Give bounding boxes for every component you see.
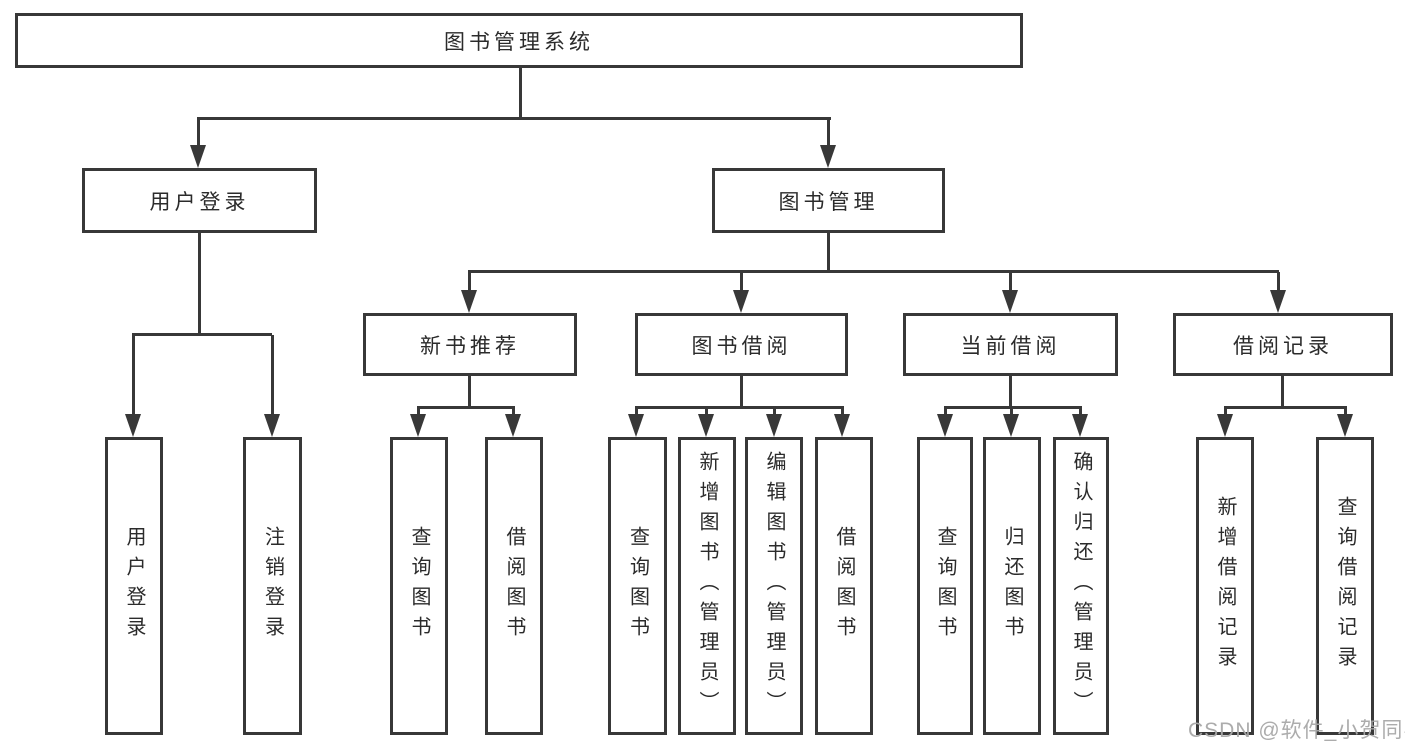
leaf-current-return-book: 归还图书: [983, 437, 1041, 735]
leaf-borrow-borrow-book: 借阅图书: [815, 437, 873, 735]
connector-line: [1224, 408, 1227, 417]
arrow-down-icon: [766, 414, 782, 437]
arrow-down-icon: [733, 290, 749, 313]
arrow-down-icon: [1072, 414, 1088, 437]
connector-line: [1281, 376, 1284, 408]
connector-line: [944, 408, 947, 417]
arrow-down-icon: [937, 414, 953, 437]
arrow-down-icon: [820, 145, 836, 168]
node-book-mgmt: 图书管理: [712, 168, 945, 233]
node-root: 图书管理系统: [15, 13, 1023, 68]
node-root-label: 图书管理系统: [444, 30, 594, 54]
connector-line: [1010, 408, 1013, 417]
leaf-newbook-query-book: 查询图书: [390, 437, 448, 735]
connector-line: [1277, 272, 1280, 294]
leaf-borrow-borrow-book-label: 借阅图书: [833, 526, 855, 646]
node-book-borrow-label: 图书借阅: [691, 334, 792, 358]
node-borrow-records-label: 借阅记录: [1233, 334, 1333, 358]
node-current-borrow-label: 当前借阅: [960, 334, 1061, 358]
connector-line: [827, 119, 830, 150]
arrow-down-icon: [1337, 414, 1353, 437]
connector-line: [705, 408, 708, 417]
leaf-current-query-book-label: 查询图书: [934, 526, 956, 646]
leaf-user-login-label: 用户登录: [123, 526, 145, 646]
arrow-down-icon: [834, 414, 850, 437]
connector-line: [417, 406, 515, 409]
leaf-newbook-borrow-book: 借阅图书: [485, 437, 543, 735]
leaf-current-return-book-label: 归还图书: [1001, 526, 1023, 646]
node-book-borrow: 图书借阅: [635, 313, 848, 376]
connector-line: [132, 335, 135, 417]
connector-line: [1344, 408, 1347, 417]
connector-line: [1009, 376, 1012, 408]
connector-line: [1224, 406, 1347, 409]
connector-line: [827, 233, 830, 272]
leaf-borrow-add-book-label: 新增图书（管理员）: [696, 451, 718, 721]
node-new-book-rec: 新书推荐: [363, 313, 577, 376]
watermark: CSDN @软件_小贺同学: [1188, 719, 1405, 742]
node-user-login-group-label: 用户登录: [149, 190, 250, 214]
arrow-down-icon: [410, 414, 426, 437]
arrow-down-icon: [1217, 414, 1233, 437]
connector-line: [635, 408, 638, 417]
leaf-records-query-record-label: 查询借阅记录: [1334, 496, 1356, 676]
leaf-current-confirm-return-label: 确认归还（管理员）: [1070, 451, 1092, 721]
connector-line: [740, 376, 743, 408]
connector-line: [1009, 272, 1012, 294]
node-borrow-records: 借阅记录: [1173, 313, 1393, 376]
leaf-newbook-borrow-book-label: 借阅图书: [503, 526, 525, 646]
leaf-borrow-query-book: 查询图书: [608, 437, 667, 735]
node-current-borrow: 当前借阅: [903, 313, 1118, 376]
leaf-current-query-book: 查询图书: [917, 437, 973, 735]
leaf-records-add-record-label: 新增借阅记录: [1214, 496, 1236, 676]
connector-line: [841, 408, 844, 417]
connector-line: [468, 272, 471, 294]
connector-line: [197, 119, 200, 150]
arrow-down-icon: [505, 414, 521, 437]
arrow-down-icon: [1270, 290, 1286, 313]
arrow-down-icon: [125, 414, 141, 437]
connector-line: [468, 376, 471, 408]
connector-line: [740, 272, 743, 294]
connector-line: [132, 333, 272, 336]
arrow-down-icon: [461, 290, 477, 313]
arrow-down-icon: [264, 414, 280, 437]
leaf-records-add-record: 新增借阅记录: [1196, 437, 1254, 735]
connector-line: [635, 406, 844, 409]
connector-line: [512, 408, 515, 417]
leaf-records-query-record: 查询借阅记录: [1316, 437, 1374, 735]
arrow-down-icon: [628, 414, 644, 437]
leaf-borrow-edit-book-label: 编辑图书（管理员）: [763, 451, 785, 721]
connector-line: [198, 233, 201, 335]
leaf-newbook-query-book-label: 查询图书: [408, 526, 430, 646]
leaf-borrow-query-book-label: 查询图书: [626, 526, 649, 646]
connector-line: [944, 406, 1082, 409]
arrow-down-icon: [190, 145, 206, 168]
node-user-login-group: 用户登录: [82, 168, 317, 233]
leaf-current-confirm-return: 确认归还（管理员）: [1053, 437, 1109, 735]
leaf-user-login: 用户登录: [105, 437, 163, 735]
connector-line: [519, 66, 522, 119]
connector-line: [271, 335, 274, 417]
connector-line: [1079, 408, 1082, 417]
arrow-down-icon: [1002, 290, 1018, 313]
arrow-down-icon: [698, 414, 714, 437]
leaf-logout-label: 注销登录: [261, 526, 284, 646]
node-book-mgmt-label: 图书管理: [778, 190, 879, 214]
leaf-borrow-edit-book: 编辑图书（管理员）: [745, 437, 803, 735]
connector-line: [468, 270, 1279, 273]
node-new-book-rec-label: 新书推荐: [420, 334, 520, 358]
connector-line: [417, 408, 420, 417]
arrow-down-icon: [1003, 414, 1019, 437]
connector-line: [773, 408, 776, 417]
connector-line: [197, 117, 831, 120]
leaf-logout: 注销登录: [243, 437, 302, 735]
leaf-borrow-add-book: 新增图书（管理员）: [678, 437, 736, 735]
